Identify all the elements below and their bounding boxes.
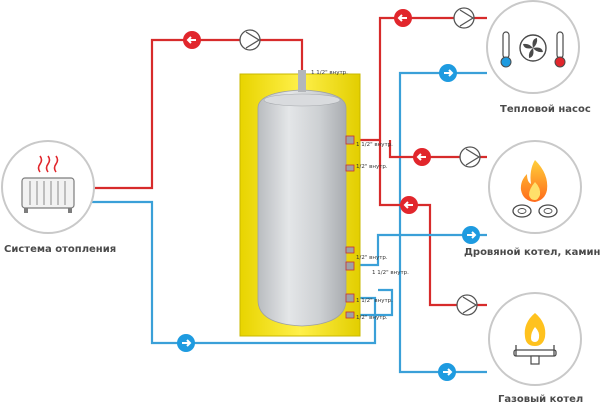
arrow-left-icon [400, 196, 418, 214]
tank-nozzles [345, 135, 355, 319]
pump-icon [459, 146, 481, 168]
arrow-right-icon [462, 226, 480, 244]
pump-icon [239, 29, 261, 51]
arrow-left-icon [413, 148, 431, 166]
pipe-hot-heatpump [352, 16, 487, 142]
arrow-left-icon [183, 31, 201, 49]
radiator-label: Система отопления [4, 244, 117, 255]
tank-nozzle [345, 164, 355, 172]
flow-badges [177, 9, 480, 381]
wood-boiler-label: Дровяной котел, камин [464, 247, 600, 258]
pipe-cold-heatpump [398, 71, 487, 235]
tank-nozzle [345, 261, 355, 271]
tank-nozzle [345, 311, 355, 319]
wood-boiler-device [488, 140, 582, 234]
fire-wood-icon [512, 160, 558, 218]
pipe-hot-wood [388, 140, 487, 159]
port-label-r2: 1/2" внутр. [356, 164, 388, 170]
radiator-icon [21, 155, 75, 213]
tank-nozzle [345, 135, 355, 145]
tank-nozzle [345, 246, 355, 254]
tank-top-cap [263, 93, 341, 107]
pump-icon [453, 7, 475, 29]
gas-boiler-device [488, 292, 582, 386]
heat-pump-device [486, 0, 580, 94]
port-label-top: 1 1/2" внутр. [311, 70, 348, 76]
heat-pump-icon [500, 31, 566, 68]
port-label-r1: 1 1/2" внутр. [356, 142, 393, 148]
gas-boiler-label: Газовый котел [498, 394, 584, 405]
port-label-r3: 1/2" внутр. [356, 255, 388, 261]
pipe-cold-wood [352, 233, 487, 267]
tank-body [257, 89, 347, 327]
pump-icon [456, 294, 478, 316]
arrow-left-icon [394, 9, 412, 27]
pipe-hot-radiator [82, 38, 304, 190]
storage-tank [239, 70, 361, 337]
pipe-stub-lower [352, 288, 394, 317]
port-label-r4: 1 1/2" внутр. [372, 270, 409, 276]
pumps [239, 7, 481, 316]
arrow-right-icon [439, 64, 457, 82]
port-label-r5: 1 1/2" внутр. [356, 298, 393, 304]
radiator-device [1, 140, 95, 234]
gas-burner-icon [513, 313, 557, 365]
heat-pump-label: Тепловой насос [500, 104, 591, 115]
pipes [82, 16, 487, 374]
arrow-right-icon [438, 363, 456, 381]
pipe-hot-gas [378, 140, 487, 307]
port-label-r6: 1/2" внутр. [356, 315, 388, 321]
arrow-right-icon [177, 334, 195, 352]
tank-top-nozzle [298, 70, 306, 92]
pipe-cold-gas [398, 235, 487, 374]
pipe-cold-radiator [82, 200, 377, 345]
tank-nozzle [345, 293, 355, 303]
